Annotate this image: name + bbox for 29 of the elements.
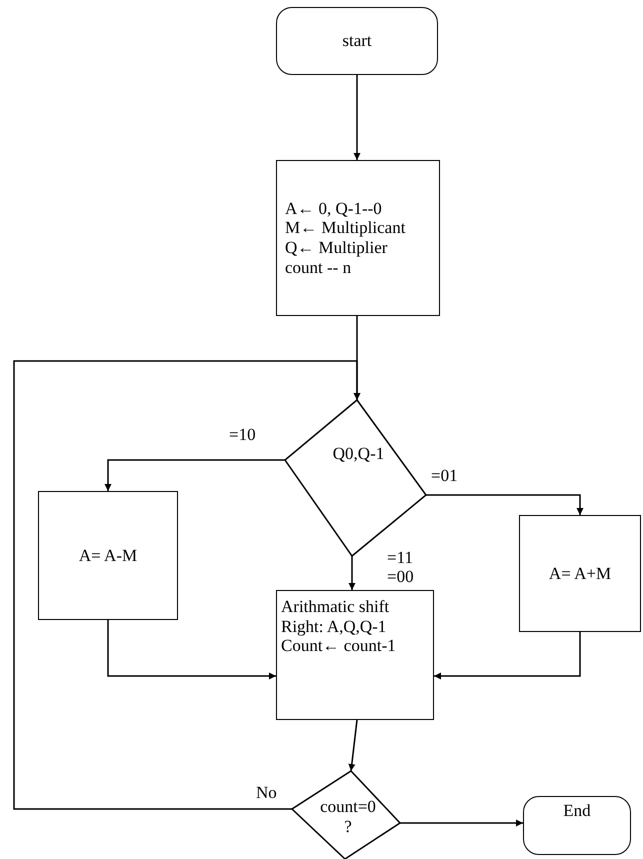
node-text: A= A+M bbox=[548, 564, 612, 584]
arrow bbox=[354, 75, 360, 160]
node-text: End bbox=[563, 801, 591, 821]
node-text: M← Multiplicant bbox=[285, 218, 406, 238]
terminal-box bbox=[276, 7, 438, 75]
arrow bbox=[104, 459, 285, 491]
node-text: Count← count-1 bbox=[281, 636, 396, 656]
arrow bbox=[13, 360, 360, 810]
process-box bbox=[276, 160, 440, 316]
process-box bbox=[519, 515, 641, 632]
arrow bbox=[348, 556, 356, 590]
node-text: start bbox=[342, 31, 372, 51]
node-text: Right: A,Q,Q-1 bbox=[281, 616, 386, 636]
decision-diamond bbox=[292, 771, 400, 859]
node-text: count -- n bbox=[285, 258, 352, 278]
arrow bbox=[107, 620, 276, 680]
process-box bbox=[38, 491, 178, 620]
process-box bbox=[276, 590, 434, 720]
node-text: count=0 ? bbox=[319, 797, 377, 836]
arrow bbox=[400, 820, 523, 826]
node-text: A← 0, Q-1--0 bbox=[285, 198, 382, 218]
node-text: Q0,Q-1 bbox=[332, 444, 384, 464]
arrow bbox=[348, 720, 358, 772]
node-text: Q← Multiplier bbox=[285, 238, 388, 258]
terminal-box bbox=[523, 796, 631, 855]
arrow bbox=[426, 494, 584, 515]
node-text: Arithmatic shift bbox=[281, 597, 390, 617]
node-text: A= A-M bbox=[78, 546, 138, 566]
arrow bbox=[434, 632, 581, 680]
